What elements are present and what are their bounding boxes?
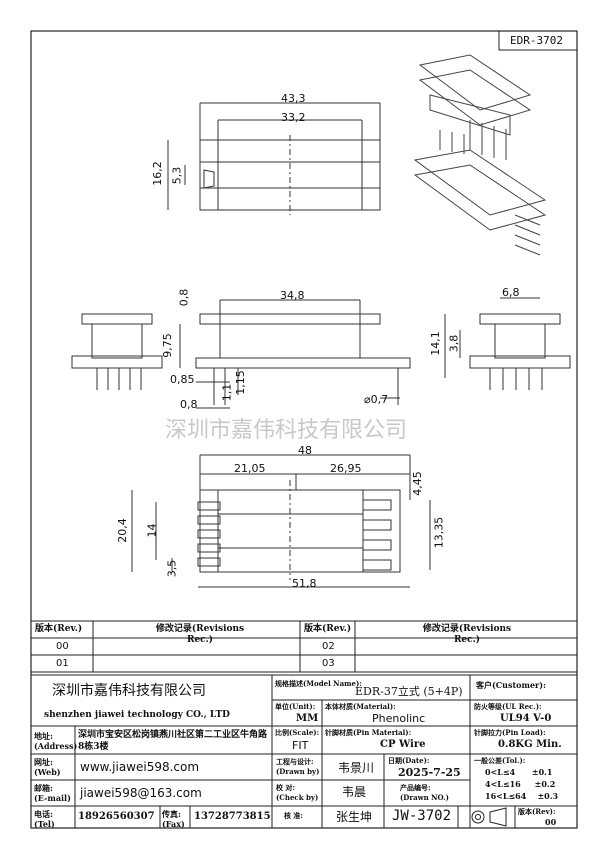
tel-value: 18926560307	[78, 811, 155, 822]
record-col-header-left: 修改记录(Revisions Rec.)	[155, 624, 245, 645]
tolerance-row-3: 16<L≤64 ±0.3	[485, 791, 559, 801]
dim-bottom-left: 21,05	[234, 462, 266, 475]
dim-pin-diameter: ⌀0,7	[364, 393, 389, 406]
dim-side-width: 6,8	[502, 286, 520, 299]
web-label: 网址: (Web)	[34, 757, 61, 777]
rev-label: 版本(Rev):	[518, 807, 556, 816]
dim-right-top: 4,45	[410, 471, 424, 496]
dim-pin-thickness: 0,8	[180, 398, 198, 411]
dim-side-offset: 3,8	[447, 334, 461, 353]
date-value: 2025-7-25	[398, 766, 461, 779]
pin-material-label: 针脚材质(Pin Material):	[325, 728, 412, 737]
projection-symbol-icon	[471, 807, 507, 827]
drawn-by-label: 工程与设计: (Drawn by)	[276, 757, 320, 776]
rev-value: 00	[545, 817, 557, 827]
front-view	[179, 299, 411, 409]
title-block-grid	[30, 674, 578, 829]
drawn-by-value: 韦景川	[338, 761, 375, 775]
dim-front-height: 9,75	[160, 333, 174, 358]
dim-bottom-overall: 48	[298, 444, 312, 457]
isometric-views	[413, 54, 547, 256]
dim-flange: 0,8	[177, 288, 191, 307]
scale-label: 比例(Scale):	[275, 728, 320, 737]
dim-pitch: 3,5	[165, 559, 179, 578]
dim-pin-base: 1,15	[233, 370, 247, 395]
scale-value: FIT	[292, 739, 309, 752]
approve-label: 核 准:	[284, 811, 304, 820]
dim-side-height: 14,1	[428, 331, 442, 356]
model-label: 规格描述(Model Name):	[275, 679, 362, 688]
dim-bottom-height: 20,4	[115, 518, 129, 543]
material-label: 本体材质(Material):	[325, 702, 396, 711]
dim-base-length: 51,8	[292, 577, 317, 590]
drawing-no-label: 产品编号: (Drawn NO.)	[400, 783, 449, 802]
tolerance-row-2: 4<L≤16 ±0.2	[485, 779, 556, 789]
dim-height: 16,2	[150, 161, 164, 186]
dim-pin-width: 0,85	[170, 373, 195, 386]
check-by-value: 韦晨	[342, 785, 367, 799]
address-label: 地址: (Address)	[34, 731, 78, 751]
model-value: EDR-37立式 (5+4P)	[355, 685, 463, 698]
dim-pitch-total: 14	[145, 523, 159, 538]
ul-value: UL94 V-0	[500, 713, 552, 724]
drawing-no-value: JW-3702	[392, 808, 452, 824]
material-value: Phenolinc	[372, 712, 426, 725]
watermark: 深圳市嘉伟科技有限公司	[165, 418, 408, 443]
dim-bottom-right: 26,95	[330, 462, 362, 475]
dim-inner-width: 33,2	[281, 111, 306, 124]
rev-row-00: 00	[56, 641, 69, 652]
rev-col-header-left: 版本(Rev.)	[35, 624, 83, 634]
rev-row-02: 02	[322, 641, 335, 652]
check-by-label: 校 对: (Check by)	[276, 783, 319, 802]
drawing-number-tag: EDR-3702	[510, 34, 563, 47]
company-name-cn: 深圳市嘉伟科技有限公司	[52, 683, 206, 699]
fax-label: 传真: (Fax)	[162, 809, 185, 829]
unit-value: MM	[296, 713, 319, 724]
unit-label: 单位(Unit):	[275, 702, 316, 711]
bottom-view	[131, 454, 431, 588]
ul-label: 防火等级(UL Rec.):	[474, 702, 542, 711]
revision-table	[30, 620, 578, 673]
address-value: 深圳市宝安区松岗镇燕川社区第二工业区牛角路8栋3楼	[78, 730, 268, 752]
dim-slot: 5,3	[170, 166, 184, 185]
fax-value: 13728773815	[194, 811, 271, 822]
email-label: 邮箱: (E-mail)	[34, 783, 71, 803]
dim-pin-gap: 1,1	[220, 383, 234, 402]
approve-value: 张生坤	[336, 810, 373, 824]
dim-overall-width: 43,3	[281, 92, 306, 105]
tel-label: 电话: (Tel)	[34, 809, 55, 829]
tolerance-row-1: 0<L≤4 ±0.1	[485, 767, 553, 777]
right-side-view	[444, 297, 571, 390]
left-side-view	[71, 313, 163, 390]
pin-material-value: CP Wire	[380, 739, 426, 750]
company-name-en: shenzhen jiawei technology CO., LTD	[44, 710, 230, 720]
date-label: 日期(Date):	[388, 756, 430, 765]
pin-load-value: 0.8KG Min.	[498, 739, 562, 750]
record-col-header-right: 修改记录(Revisions Rec.)	[422, 624, 512, 645]
email-value[interactable]: jiawei598@163.com	[80, 786, 202, 800]
rev-col-header-right: 版本(Rev.)	[304, 624, 352, 634]
dim-right-span: 13,35	[432, 516, 446, 549]
customer-label: 客户(Customer):	[476, 680, 547, 690]
tolerance-label: 一般公差(Tol.):	[474, 756, 526, 765]
web-value[interactable]: www.jiawei598.com	[80, 760, 200, 774]
rev-row-03: 03	[322, 658, 335, 669]
dim-body-length: 34,8	[280, 289, 305, 302]
top-view	[167, 102, 381, 215]
rev-row-01: 01	[56, 658, 69, 669]
pin-load-label: 针脚拉力(Pin Load):	[474, 728, 546, 737]
